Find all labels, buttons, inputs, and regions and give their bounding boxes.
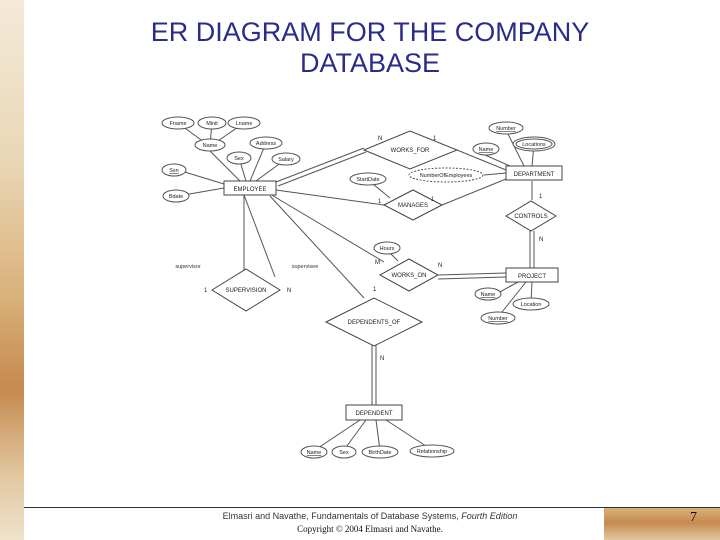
svg-text:Locations: Locations (522, 142, 546, 148)
cardinality-supervision-supervisee: N (287, 288, 291, 294)
svg-text:Address: Address (256, 141, 276, 147)
attribute-bdate: Bdate (162, 189, 190, 203)
svg-text:Salary: Salary (278, 157, 294, 163)
svg-text:Name: Name (481, 292, 496, 298)
cardinality-dependents-of-employee: 1 (373, 287, 377, 293)
attribute-department-number: Number (488, 121, 524, 135)
svg-text:DEPENDENT: DEPENDENT (355, 411, 392, 417)
role-supervisee: supervisee (292, 264, 319, 270)
svg-text:Name: Name (307, 450, 322, 456)
attribute-salary: Salary (271, 152, 301, 166)
attribute-dependent-sex: Sex (331, 445, 357, 459)
svg-text:WORKS_ON: WORKS_ON (391, 273, 426, 279)
relationship-controls: CONTROLS (505, 200, 557, 232)
attribute-hours: Hours (373, 241, 401, 255)
relationship-manages: MANAGES (382, 189, 444, 221)
svg-text:Relationship: Relationship (417, 449, 447, 455)
entity-department: DEPARTMENT (505, 165, 563, 181)
svg-text:Minit: Minit (206, 121, 218, 127)
page-title-line-1: ER DIAGRAM FOR THE COMPANY (150, 17, 590, 47)
cardinality-manages-employee: 1 (378, 199, 382, 205)
attribute-fname: Fname (161, 116, 195, 130)
cardinality-controls-department: 1 (539, 194, 543, 200)
svg-text:StartDate: StartDate (356, 177, 379, 183)
entity-dependent: DEPENDENT (345, 404, 403, 421)
entity-employee: EMPLOYEE (223, 180, 277, 196)
attribute-number-of-employees: NumberOfEmployees (408, 167, 484, 183)
svg-text:CONTROLS: CONTROLS (514, 214, 547, 220)
attribute-department-name: Name (472, 142, 500, 156)
svg-text:Name: Name (203, 143, 218, 149)
footer-citation: Elmasri and Navathe, Fundamentals of Dat… (150, 511, 590, 521)
svg-text:Fname: Fname (169, 121, 186, 127)
cardinality-works-for-department: 1 (433, 136, 437, 142)
cardinality-works-on-project: N (438, 263, 442, 269)
left-decoration-strip (0, 0, 24, 540)
svg-text:NumberOfEmployees: NumberOfEmployees (420, 173, 473, 179)
attribute-project-name: Name (474, 287, 502, 301)
attribute-lname: Lname (227, 116, 261, 130)
svg-text:DEPENDENTS_OF: DEPENDENTS_OF (348, 320, 401, 326)
svg-text:Location: Location (521, 302, 542, 308)
cardinality-works-for-employee: N (378, 136, 382, 142)
svg-text:SUPERVISION: SUPERVISION (226, 288, 267, 294)
svg-text:EMPLOYEE: EMPLOYEE (233, 187, 266, 193)
page-title-line-2: DATABASE (299, 48, 441, 78)
footer-divider (24, 507, 720, 508)
svg-text:BirthDate: BirthDate (369, 450, 392, 456)
role-supervisor: supervisor (175, 264, 201, 270)
svg-text:PROJECT: PROJECT (518, 274, 546, 280)
footer-decoration-strip (604, 508, 720, 540)
attribute-start-date: StartDate (349, 172, 387, 186)
svg-text:Ssn: Ssn (169, 168, 178, 174)
svg-text:Sex: Sex (339, 450, 349, 456)
svg-text:Name: Name (479, 147, 494, 153)
cardinality-works-on-employee: M (375, 260, 380, 266)
attribute-address: Address (249, 136, 283, 150)
svg-text:Hours: Hours (380, 246, 395, 252)
relationship-works-for: WORKS_FOR (362, 130, 459, 170)
cardinality-controls-project: N (539, 237, 543, 243)
footer-citation-edition: Fourth Edition (461, 511, 518, 521)
attribute-sex: Sex (226, 151, 252, 165)
cardinality-labels: N 1 1 1 1 N M N 1 N 1 N (204, 136, 543, 362)
svg-text:Number: Number (488, 316, 508, 322)
page-number: 7 (690, 510, 697, 525)
attribute-relationship: Relationship (409, 444, 455, 458)
attribute-birth-date: BirthDate (361, 445, 399, 459)
svg-text:Sex: Sex (234, 156, 244, 162)
attribute-project-number: Number (480, 311, 516, 325)
svg-text:MANAGES: MANAGES (398, 203, 428, 209)
attribute-dependent-name: Name (300, 445, 328, 459)
attribute-employee-name: Name (194, 138, 226, 152)
svg-text:Lname: Lname (236, 121, 253, 127)
cardinality-manages-department: 1 (431, 197, 435, 203)
relationship-dependents-of: DEPENDENTS_OF (324, 297, 424, 347)
relationship-supervision: SUPERVISION (211, 268, 281, 312)
attribute-minit: Minit (197, 116, 227, 130)
entity-project: PROJECT (505, 267, 559, 283)
svg-text:DEPARTMENT: DEPARTMENT (514, 172, 555, 178)
svg-text:Bdate: Bdate (169, 194, 183, 200)
cardinality-dependents-of-dependent: N (380, 356, 384, 362)
attribute-locations: Locations (512, 136, 556, 152)
footer-copyright: Copyright © 2004 Elmasri and Navathe. (297, 524, 443, 534)
attribute-project-location: Location (512, 297, 550, 311)
relationship-works-on: WORKS_ON (378, 258, 440, 292)
svg-text:Number: Number (496, 126, 516, 132)
footer-citation-text: Elmasri and Navathe, Fundamentals of Dat… (222, 511, 459, 521)
attribute-ssn: Ssn (161, 163, 187, 177)
svg-text:WORKS_FOR: WORKS_FOR (391, 148, 430, 154)
cardinality-supervision-supervisor: 1 (204, 288, 208, 294)
